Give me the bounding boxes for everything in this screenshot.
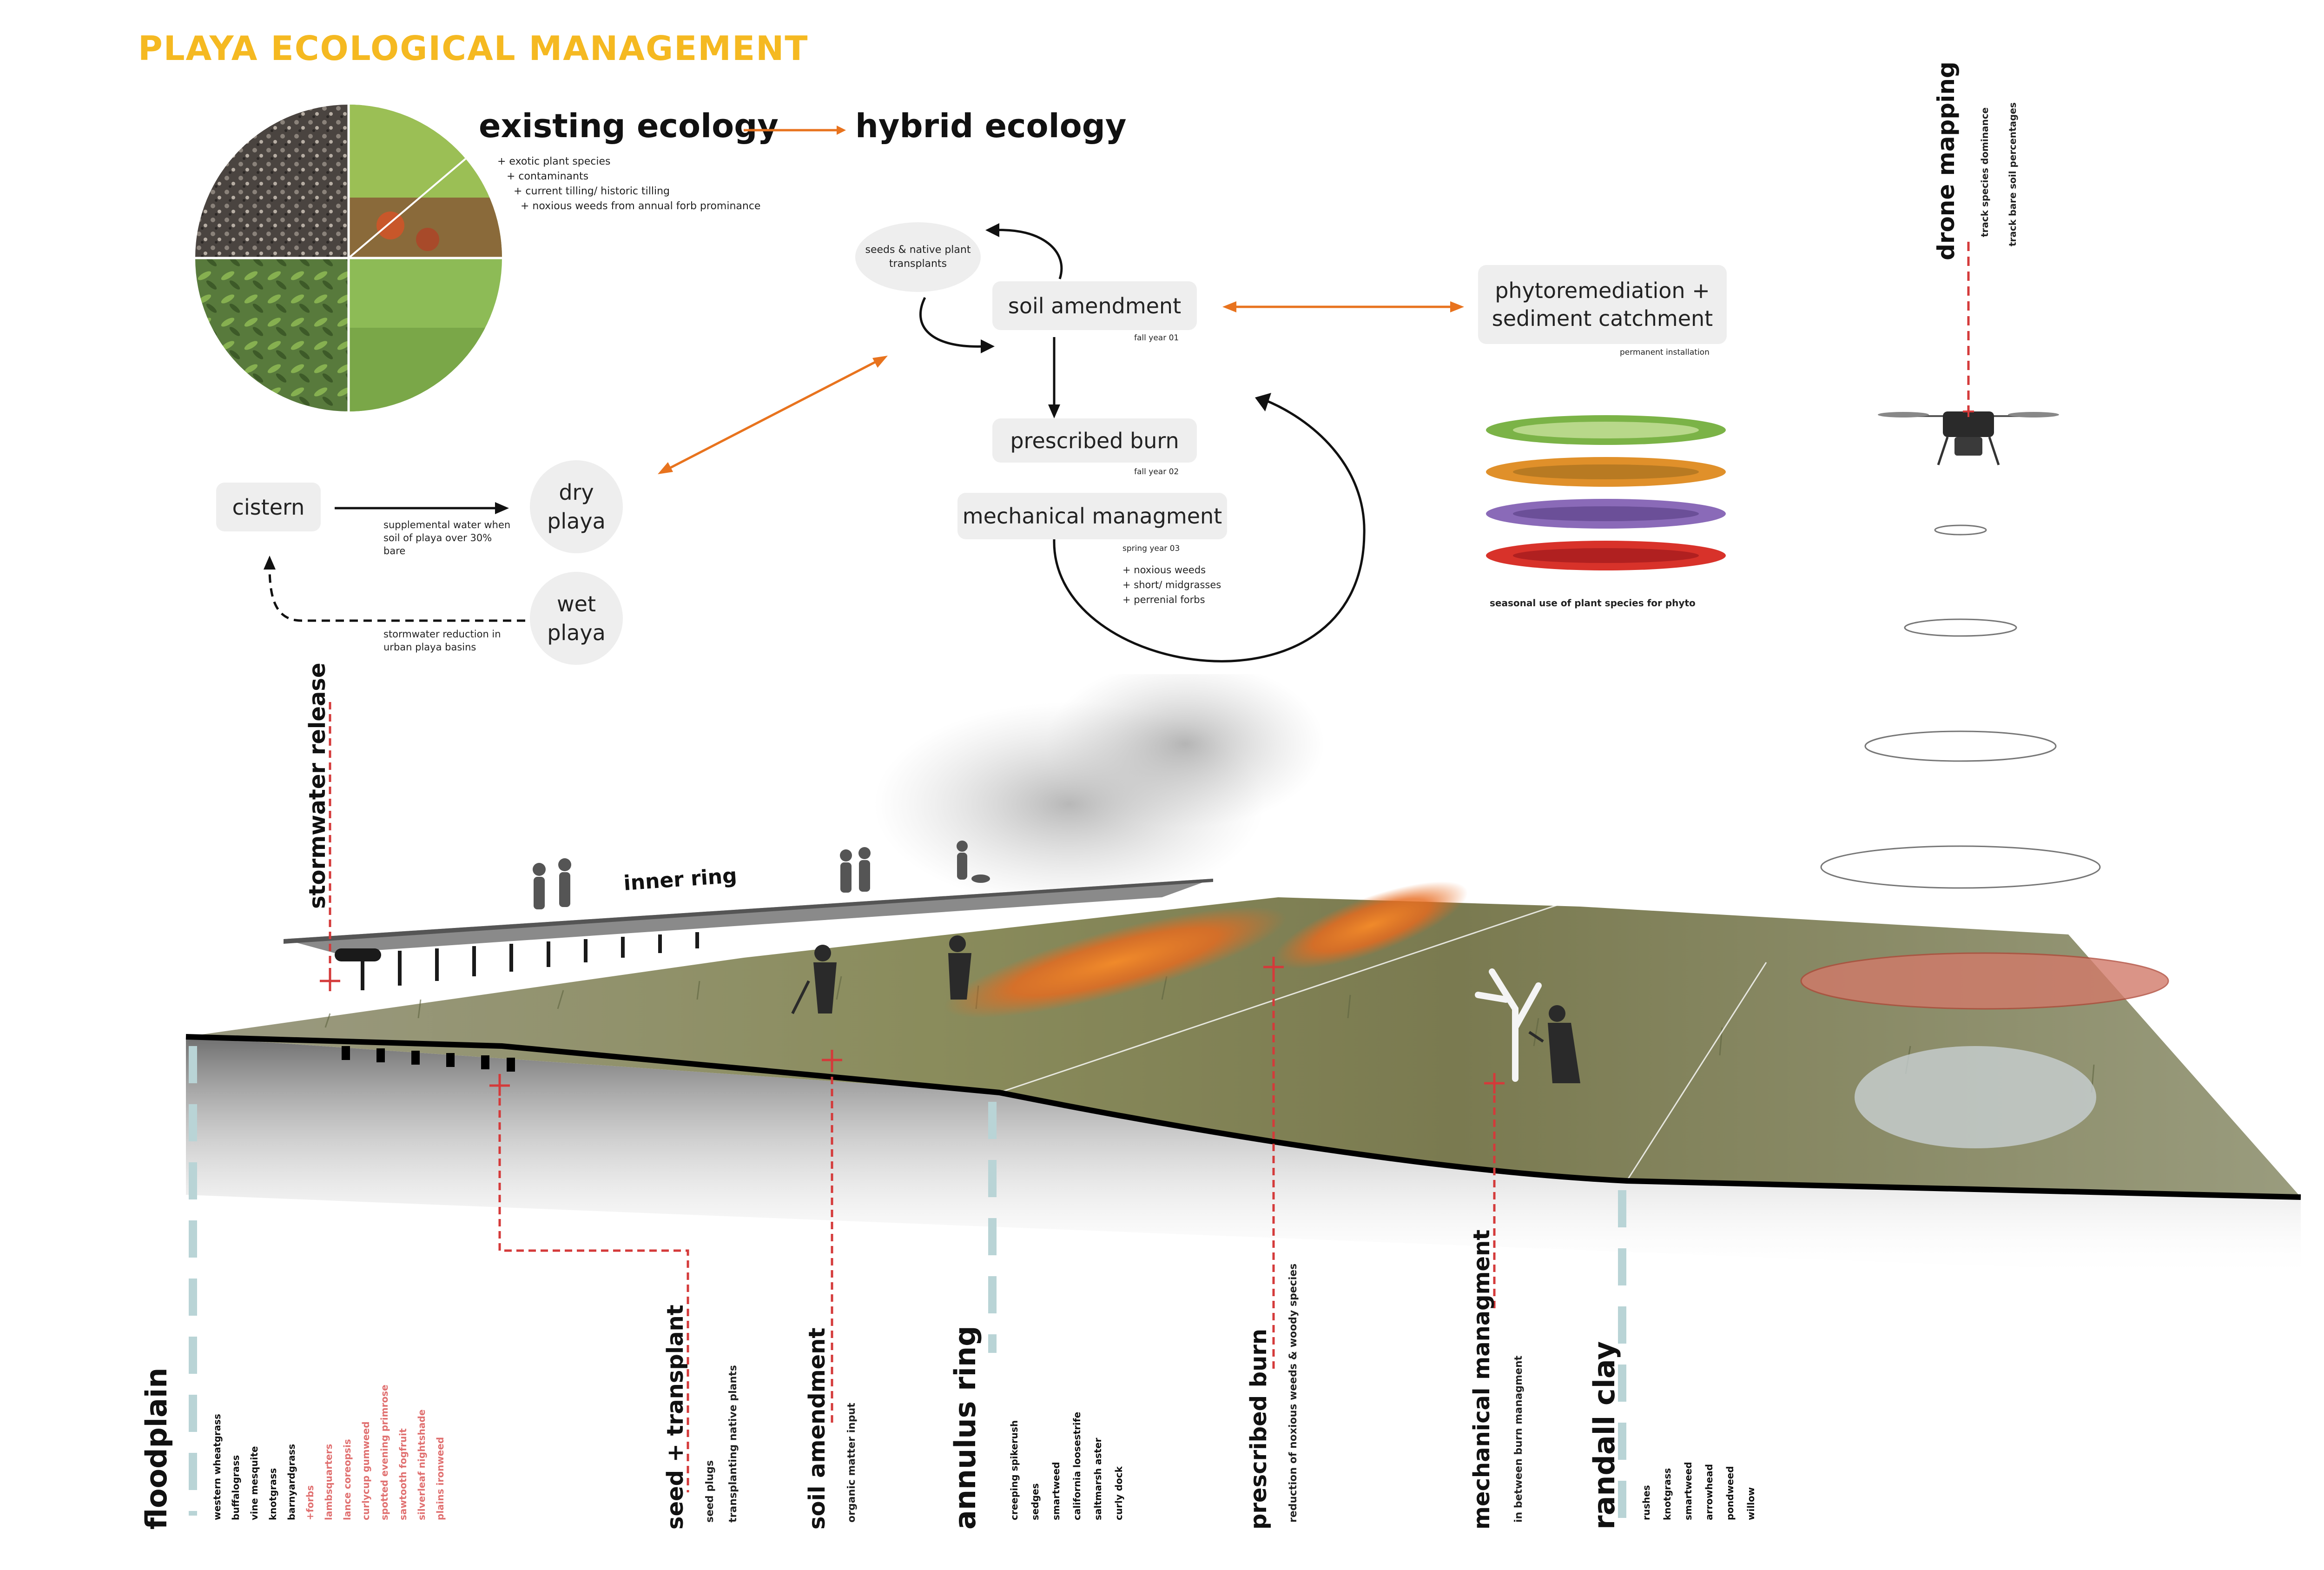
annulus-ring-title: annulus ring (948, 1325, 982, 1530)
seed-transplant-title: seed + transplant (662, 1305, 688, 1530)
soil-amendment-box: soil amendment (992, 281, 1197, 330)
species-item: california loosestrife (1071, 1411, 1083, 1520)
burn-item: reduction of noxious weeds & woody speci… (1287, 1263, 1299, 1523)
playa-section-landscape (185, 674, 2301, 1279)
existing-ecology-heading: existing ecology (479, 107, 779, 145)
species-item: curly dock (1113, 1466, 1124, 1520)
section-guide-lines (189, 702, 1626, 1530)
existing-item: + exotic plant species (497, 156, 611, 167)
species-item: buffalograss (230, 1455, 241, 1520)
cistern-box: cistern (216, 483, 321, 531)
species-item: vine mesquite (249, 1446, 260, 1520)
phytoremediation-box: phytoremediation + sediment catchment (1478, 265, 1727, 344)
species-item: rushes (1641, 1485, 1652, 1520)
hybrid-ecology-heading: hybrid ecology (855, 107, 1127, 145)
species-item: saltmarsh aster (1092, 1438, 1103, 1520)
species-item: pondweed (1724, 1466, 1736, 1520)
soil-item: organic matter input (846, 1403, 858, 1523)
drone-note-species: track species dominance (1979, 107, 1990, 237)
soil-amendment-note: fall year 01 (1134, 333, 1179, 343)
ecology-photo-collage (195, 105, 502, 411)
species-item: creeping spikerush (1009, 1420, 1020, 1520)
forb-species-item: lance coreopsis (342, 1439, 353, 1520)
species-item: sedges (1030, 1483, 1041, 1520)
arrow-existing-to-hybrid (744, 126, 846, 135)
phyto-plant-bands (1486, 415, 1726, 570)
pedestrian-figures (533, 841, 990, 909)
floodplain-title: floodplain (139, 1367, 173, 1530)
existing-item: + contaminants (507, 171, 589, 182)
forb-species-item: spotted evening primrose (379, 1385, 390, 1520)
existing-item: + current tilling/ historic tilling (514, 185, 670, 197)
prescribed-burn-box: prescribed burn (992, 418, 1197, 463)
species-item: arrowhead (1703, 1464, 1715, 1520)
seeds-transplants-bubble: seeds & native plant transplants (855, 222, 981, 292)
stormwater-reduction-note: stormwater reduction in urban playa basi… (383, 629, 501, 653)
page-title: PLAYA ECOLOGICAL MANAGEMENT (138, 29, 809, 68)
species-item: knotgrass (267, 1468, 278, 1520)
forb-species-item: +forbs (304, 1485, 316, 1520)
species-item: knotgrass (1662, 1468, 1673, 1520)
dead-tree (1475, 968, 1542, 1082)
mechanical-item: + noxious weeds (1122, 564, 1206, 576)
worker-figures (791, 935, 1580, 1083)
seed-item: seed plugs (704, 1460, 716, 1523)
seed-item: transplanting native plants (727, 1365, 739, 1523)
dry-playa-circle: dry playa (530, 460, 623, 553)
supplemental-water-note: supplemental water when soil of playa ov… (383, 519, 511, 556)
wet-playa-circle: wet playa (530, 572, 623, 665)
forb-species-item: lambsquarters (323, 1444, 334, 1520)
species-item: willow (1745, 1487, 1756, 1520)
forb-species-item: silverleaf nightshade (416, 1409, 427, 1520)
phyto-note: permanent installation (1620, 348, 1710, 357)
phyto-caption: seasonal use of plant species for phyto (1490, 597, 1696, 609)
mechanical-title: mechanical managment (1469, 1229, 1495, 1530)
randall-clay-title: randall clay (1587, 1341, 1621, 1530)
species-item: smartweed (1050, 1462, 1062, 1520)
drone-note-soil: track bare soil percentages (2007, 102, 2018, 246)
drone-scanning-graphic (1820, 242, 2101, 889)
existing-item: + noxious weeds from annual forb promina… (521, 200, 761, 212)
drone-icon (1878, 411, 2059, 465)
drone-mapping-label: drone mapping (1933, 61, 1960, 260)
mech-item: in between burn managment (1513, 1355, 1525, 1523)
soil-amendment-title: soil amendment (804, 1327, 830, 1530)
mechanical-note: spring year 03 (1122, 544, 1180, 553)
species-item: western wheatgrass (211, 1414, 223, 1520)
forb-species-item: curlycup gumweed (360, 1421, 371, 1520)
forb-species-item: sawtooth fogfruit (397, 1428, 409, 1520)
species-item: barnyardgrass (286, 1444, 297, 1520)
prescribed-burn-note: fall year 02 (1134, 467, 1179, 477)
mechanical-item: + short/ midgrasses (1122, 579, 1221, 590)
cycle-arrows (264, 223, 1464, 662)
mechanical-item: + perrenial forbs (1122, 594, 1205, 605)
mechanical-managment-box: mechanical managment (957, 493, 1227, 539)
species-item: smartweed (1683, 1462, 1694, 1520)
prescribed-burn-title: prescribed burn (1246, 1328, 1272, 1530)
forb-species-item: plains ironweed (435, 1437, 446, 1520)
